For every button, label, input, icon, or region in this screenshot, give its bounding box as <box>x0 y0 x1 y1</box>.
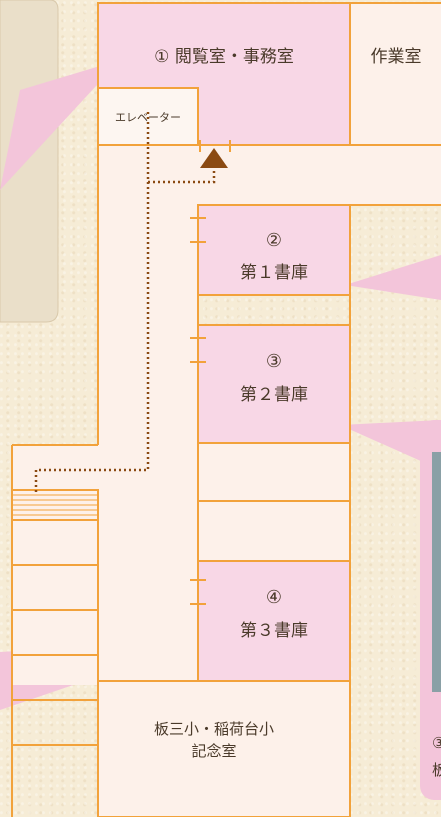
stack-3-room[interactable] <box>198 561 350 681</box>
stack-1-room[interactable] <box>198 205 350 295</box>
elevator[interactable] <box>98 88 198 145</box>
storage-room-a <box>198 443 350 501</box>
stack-3-label: 第３書庫 <box>240 621 308 641</box>
stack-2-number: ③ <box>266 351 282 372</box>
memorial-room[interactable] <box>98 681 350 817</box>
workroom-label: 作業室 <box>371 47 422 67</box>
stack-2-label: 第２書庫 <box>240 385 308 405</box>
memorial-label-line1: 板三小・稲荷台小 <box>154 720 274 738</box>
stack-1-number: ② <box>266 230 282 251</box>
staircase <box>11 489 99 521</box>
storage-room-b <box>198 501 350 561</box>
elevator-label: エレベーター <box>115 111 181 124</box>
stack-3-number: ④ <box>266 587 282 608</box>
workroom[interactable] <box>350 3 441 145</box>
right-callout-1 <box>345 255 441 300</box>
reading-office-label: ① 閲覧室・事務室 <box>154 47 294 67</box>
door-marks <box>190 140 231 605</box>
left-callout-top <box>0 0 120 323</box>
dotted-route <box>34 112 216 492</box>
right-callout-2: ③ 板 <box>340 420 441 800</box>
stack-1-label: 第１書庫 <box>240 263 308 283</box>
triangle-marker-icon <box>200 148 228 168</box>
svg-text:板: 板 <box>432 761 441 779</box>
stack-2-room[interactable] <box>198 325 350 443</box>
svg-text:③: ③ <box>432 734 441 752</box>
memorial-label-line2: 記念室 <box>191 742 236 760</box>
photo-thumbnail <box>432 452 441 692</box>
walls <box>11 2 441 817</box>
